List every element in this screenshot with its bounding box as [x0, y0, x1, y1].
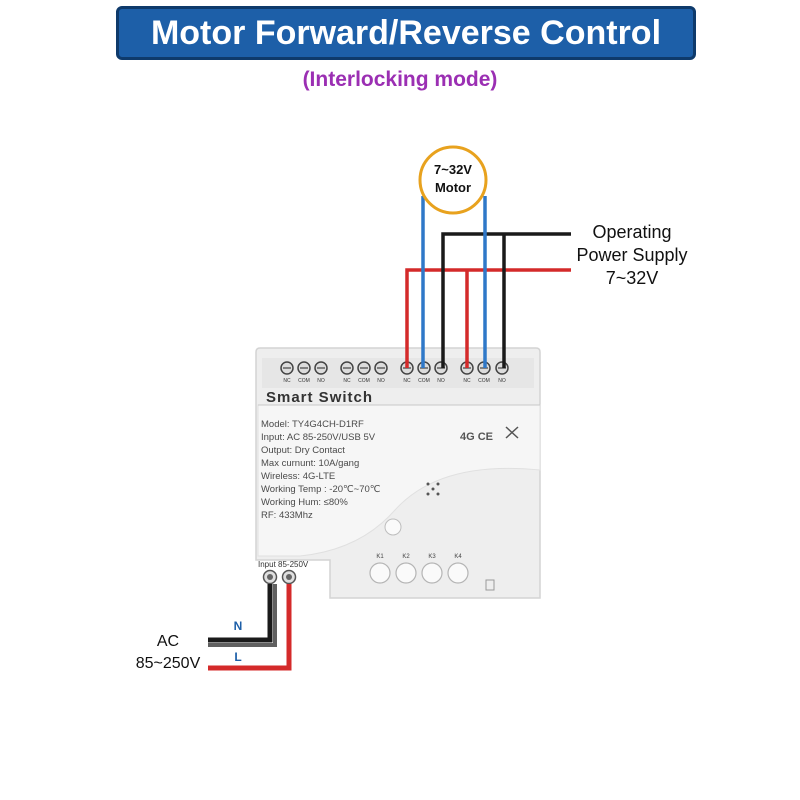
terminal-block [280, 361, 509, 375]
terminal-label: COM [418, 378, 430, 384]
spec-output: Output: Dry Contact [261, 445, 345, 456]
terminal-label: NC [283, 378, 291, 384]
input-voltage-label: Input 85-250V [258, 560, 309, 569]
spec-list: Model: TY4G4CH-D1RF Input: AC 85-250V/US… [261, 418, 380, 522]
motor-voltage: 7~32V [434, 162, 472, 177]
terminal-label: NO [498, 378, 506, 384]
spec-rf: RF: 433Mhz [261, 510, 313, 521]
k2-button[interactable] [395, 562, 417, 584]
terminal-label: NO [377, 378, 385, 384]
power-supply-label-2: Power Supply [576, 245, 687, 265]
terminal-label: NO [317, 378, 325, 384]
spec-working-hum: Working Hum: ≤80% [261, 497, 348, 508]
device-name: Smart Switch [266, 389, 373, 406]
terminal-label: NC [343, 378, 351, 384]
k3-label: K3 [428, 554, 436, 560]
ac-voltage-label: 85~250V [136, 655, 201, 672]
neutral-label: N [234, 619, 243, 633]
motor-icon [418, 145, 488, 215]
spec-max-current: Max curnunt: 10A/gang [261, 458, 360, 469]
button-group: K1 K2 K3 K4 [369, 554, 469, 584]
ac-label: AC [157, 633, 179, 650]
k1-button[interactable] [369, 562, 391, 584]
motor: 7~32V Motor [418, 145, 488, 215]
smart-switch-device [255, 347, 541, 599]
neutral-wire-black [208, 584, 273, 643]
terminal-label: NC [463, 378, 471, 384]
terminal-label: COM [298, 378, 310, 384]
k3-button[interactable] [421, 562, 443, 584]
input-terminals [262, 569, 297, 585]
terminal-label: COM [358, 378, 370, 384]
k1-label: K1 [376, 554, 384, 560]
power-positive-wire [405, 268, 571, 368]
power-negative-wire [441, 232, 571, 368]
motor-label: Motor [435, 180, 471, 195]
k4-button[interactable] [447, 562, 469, 584]
k2-label: K2 [402, 554, 410, 560]
terminal-label: NO [437, 378, 445, 384]
neutral-wire-gray [208, 584, 277, 647]
k4-label: K4 [454, 554, 462, 560]
spec-input: Input: AC 85-250V/USB 5V [261, 432, 376, 443]
live-label: L [234, 650, 241, 664]
live-wire-red [208, 584, 292, 671]
power-supply-label-1: Operating [592, 222, 671, 242]
terminal-labels: NC COM NO NC COM NO NC COM NO NC COM NO [283, 378, 505, 384]
spec-model: Model: TY4G4CH-D1RF [261, 419, 364, 430]
terminal-label: COM [478, 378, 490, 384]
title-banner: Motor Forward/Reverse Control [116, 6, 696, 60]
cert-marks: 4G CE [460, 431, 493, 443]
power-supply-label-3: 7~32V [606, 268, 659, 288]
spec-wireless: Wireless: 4G-LTE [261, 471, 336, 482]
terminal-label: NC [403, 378, 411, 384]
spec-working-temp: Working Temp : -20℃~70℃ [261, 484, 381, 495]
subtitle: (Interlocking mode) [302, 68, 498, 91]
page-title: Motor Forward/Reverse Control [150, 13, 662, 52]
